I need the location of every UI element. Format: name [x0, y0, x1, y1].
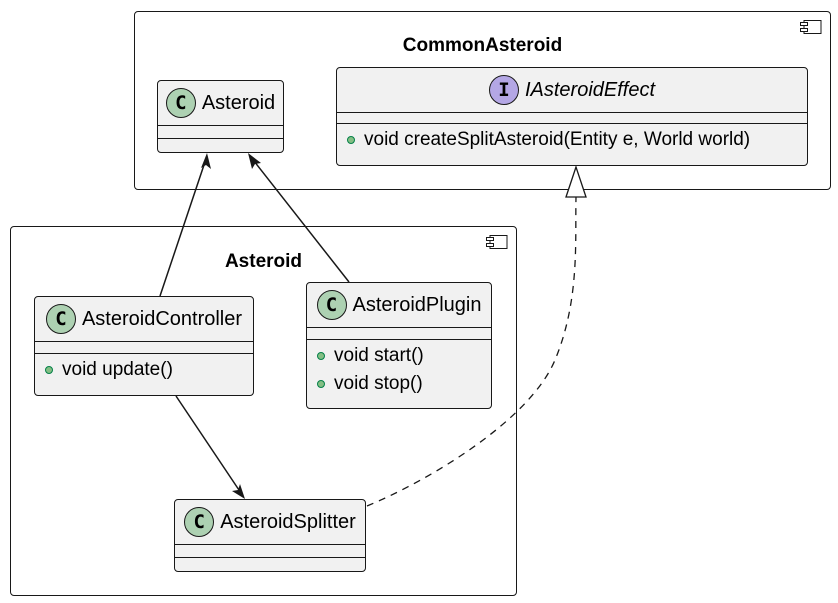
- divider: [158, 138, 283, 139]
- divider: [35, 353, 253, 354]
- class-name: Asteroid: [201, 91, 276, 114]
- method-label: void createSplitAsteroid(Entity e, World…: [364, 129, 751, 150]
- public-method-icon: [317, 380, 325, 388]
- class-name: AsteroidPlugin: [352, 293, 482, 316]
- method-label: void stop(): [334, 373, 423, 394]
- package-title: Asteroid: [224, 251, 303, 272]
- package-title: CommonAsteroid: [402, 35, 563, 56]
- method-start: void start(): [317, 342, 491, 370]
- divider: [337, 123, 807, 124]
- class-name: AsteroidSplitter: [220, 510, 356, 533]
- class-stereotype-icon: C: [45, 304, 76, 334]
- divider: [175, 557, 365, 558]
- method-update: void update(): [45, 356, 253, 384]
- interface-name: IAsteroidEffect: [524, 78, 656, 101]
- class-stereotype-icon: C: [165, 88, 196, 118]
- method-create-split-asteroid: void createSplitAsteroid(Entity e, World…: [347, 126, 807, 154]
- interface-stereotype-icon: I: [488, 75, 519, 105]
- class-asteroid-plugin[interactable]: C AsteroidPlugin void start() void stop(…: [306, 282, 492, 409]
- public-method-icon: [45, 366, 53, 374]
- class-stereotype-icon: C: [316, 290, 347, 320]
- class-asteroid-splitter[interactable]: C AsteroidSplitter: [174, 499, 366, 572]
- component-icon: [486, 235, 508, 249]
- divider: [175, 544, 365, 545]
- class-stereotype-icon: C: [184, 507, 215, 537]
- class-asteroid-controller[interactable]: C AsteroidController void update(): [34, 296, 254, 396]
- divider: [35, 341, 253, 342]
- public-method-icon: [347, 136, 355, 144]
- public-method-icon: [317, 352, 325, 360]
- class-name: AsteroidController: [81, 307, 243, 330]
- method-label: void update(): [62, 359, 173, 380]
- method-stop: void stop(): [317, 370, 491, 398]
- divider: [158, 125, 283, 126]
- interface-iasteroideffect[interactable]: I IAsteroidEffect void createSplitAstero…: [336, 67, 808, 166]
- divider: [337, 112, 807, 113]
- component-icon: [800, 20, 822, 34]
- class-asteroid[interactable]: C Asteroid: [157, 80, 284, 153]
- method-label: void start(): [334, 345, 424, 366]
